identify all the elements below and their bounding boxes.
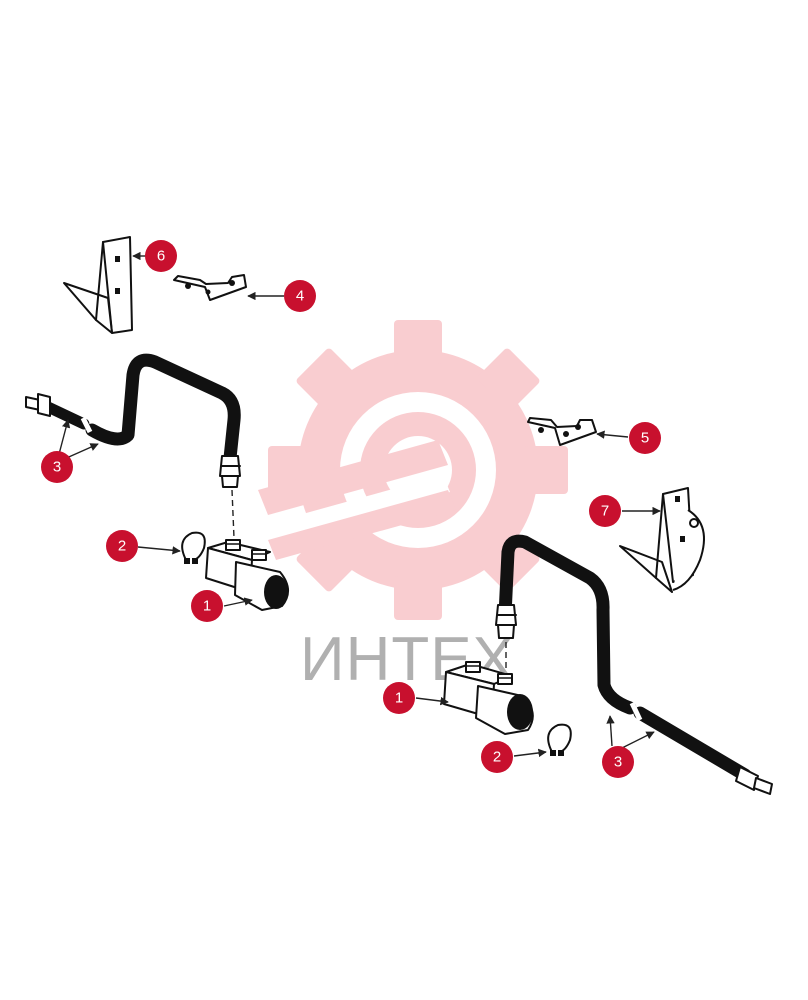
svg-text:2: 2 xyxy=(493,749,501,766)
hose-left-hydraulic-hose-icon xyxy=(25,353,241,488)
svg-text:6: 6 xyxy=(157,248,165,265)
bracket-4-flat-bracket-icon xyxy=(173,274,247,301)
callout-5: 5 xyxy=(629,422,661,454)
svg-text:2: 2 xyxy=(118,538,126,555)
coupling-left-hose-coupling-icon xyxy=(205,539,289,611)
svg-text:3: 3 xyxy=(53,459,61,476)
svg-text:3: 3 xyxy=(614,754,622,771)
callout-7: 7 xyxy=(589,495,621,527)
callout-3-left: 3 xyxy=(41,451,73,483)
callout-1-right: 1 xyxy=(383,682,415,714)
callout-2-right: 2 xyxy=(481,741,513,773)
assembly-line-left xyxy=(231,489,235,539)
svg-text:7: 7 xyxy=(601,503,609,520)
svg-text:1: 1 xyxy=(395,690,403,707)
coupling-right-hose-coupling-icon xyxy=(443,661,534,735)
watermark-gear-icon xyxy=(258,320,568,620)
callout-2-left: 2 xyxy=(106,530,138,562)
circlip-left-circlip-ring-icon xyxy=(181,531,206,564)
callout-3-right: 3 xyxy=(602,746,634,778)
svg-text:5: 5 xyxy=(641,430,649,447)
svg-text:1: 1 xyxy=(203,598,211,615)
bracket-6-angled-bracket-icon xyxy=(63,236,133,334)
bracket-5-flat-bracket-icon xyxy=(527,417,597,446)
callout-4: 4 xyxy=(284,280,316,312)
circlip-right-circlip-ring-icon xyxy=(547,723,572,756)
hose-right-hydraulic-hose-icon xyxy=(495,534,773,795)
callout-1-left: 1 xyxy=(191,590,223,622)
bracket-7-angled-bracket-icon xyxy=(619,487,705,593)
svg-text:4: 4 xyxy=(296,288,304,305)
callout-6: 6 xyxy=(145,240,177,272)
